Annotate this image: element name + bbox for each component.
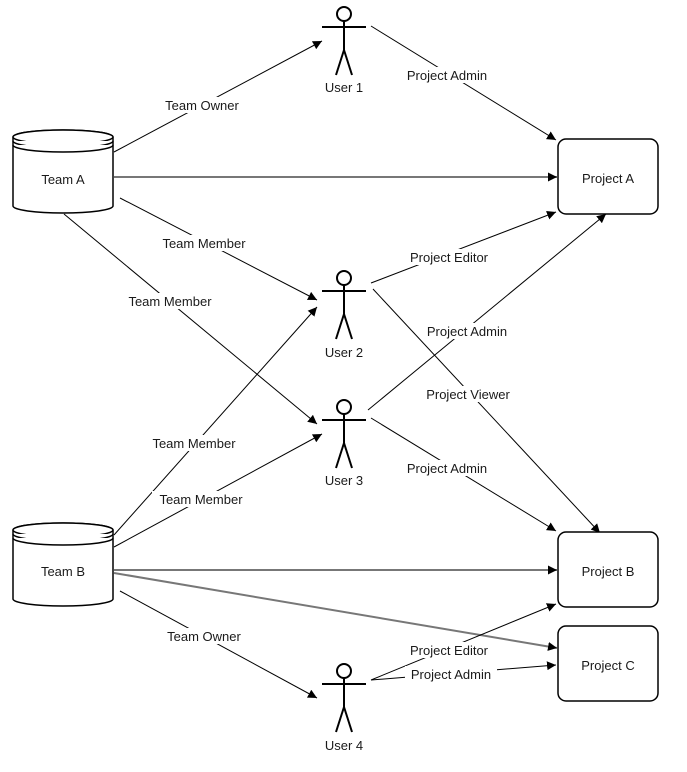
database-cylinder-icon — [12, 129, 114, 214]
project-c-node[interactable]: Project C — [557, 625, 659, 702]
user-4-label: User 4 — [325, 738, 363, 753]
edge-label-project-admin: Project Admin — [407, 68, 487, 83]
stick-figure-actor-icon — [322, 6, 366, 76]
edge-team-a-user-1: Team Owner — [113, 40, 323, 153]
user-3-label: User 3 — [325, 473, 363, 488]
user-1-node[interactable]: User 1 — [322, 6, 366, 95]
edge-label-team-owner: Team Owner — [165, 98, 239, 113]
user-1-label: User 1 — [325, 80, 363, 95]
edge-team-b-user-2: Team Member — [113, 306, 318, 536]
edge-team-b-user-4: Team Owner — [119, 590, 318, 699]
project-b-node[interactable]: Project B — [557, 531, 659, 608]
team-b-node[interactable]: Team B — [12, 522, 114, 607]
edge-label-team-member: Team Member — [152, 436, 236, 451]
edge-label-project-admin: Project Admin — [427, 324, 507, 339]
edge-user-2-project-a: Project Editor — [370, 211, 557, 284]
edge-team-b-project-c — [113, 572, 558, 651]
edge-user-3-project-b: Project Admin — [370, 417, 557, 532]
team-b-label: Team B — [41, 564, 85, 579]
edge-label-team-member: Team Member — [162, 236, 246, 251]
database-cylinder-icon — [12, 522, 114, 607]
edge-user-2-project-b: Project Viewer — [372, 288, 601, 534]
edge-team-a-user-2: Team Member — [119, 197, 318, 301]
edge-label-project-viewer: Project Viewer — [426, 387, 510, 402]
user-3-node[interactable]: User 3 — [322, 399, 366, 488]
team-a-label: Team A — [41, 172, 85, 187]
project-b-box — [557, 531, 659, 608]
user-2-node[interactable]: User 2 — [322, 270, 366, 360]
edge-label-project-admin: Project Admin — [407, 461, 487, 476]
project-a-box — [557, 138, 659, 215]
edge-label-team-owner: Team Owner — [167, 629, 241, 644]
user-4-node[interactable]: User 4 — [322, 663, 366, 753]
edge-user-4-project-b: Project Editor — [370, 603, 557, 681]
stick-figure-actor-icon — [322, 399, 366, 469]
project-c-label: Project C — [581, 658, 634, 673]
project-a-node[interactable]: Project A — [557, 138, 659, 215]
edges: Team Owner Team Member Team Member Proje… — [63, 25, 607, 699]
team-a-node[interactable]: Team A — [12, 129, 114, 214]
edge-team-a-user-3: Team Member — [63, 213, 318, 425]
user-2-label: User 2 — [325, 345, 363, 360]
project-a-label: Project A — [582, 171, 634, 186]
stick-figure-actor-icon — [322, 663, 366, 733]
stick-figure-actor-icon — [322, 270, 366, 340]
edge-user-1-project-a: Project Admin — [370, 25, 557, 141]
edge-user-3-project-a: Project Admin — [367, 213, 607, 411]
edge-user-4-project-c: Project Admin — [370, 661, 557, 682]
edge-label-project-editor: Project Editor — [410, 250, 489, 265]
project-b-label: Project B — [582, 564, 635, 579]
edge-label-team-member: Team Member — [159, 492, 243, 507]
edge-label-team-member: Team Member — [128, 294, 212, 309]
edge-team-b-user-3: Team Member — [113, 433, 323, 548]
edge-label-project-editor: Project Editor — [410, 643, 489, 658]
project-c-box — [557, 625, 659, 702]
edge-label-project-admin: Project Admin — [411, 667, 491, 682]
